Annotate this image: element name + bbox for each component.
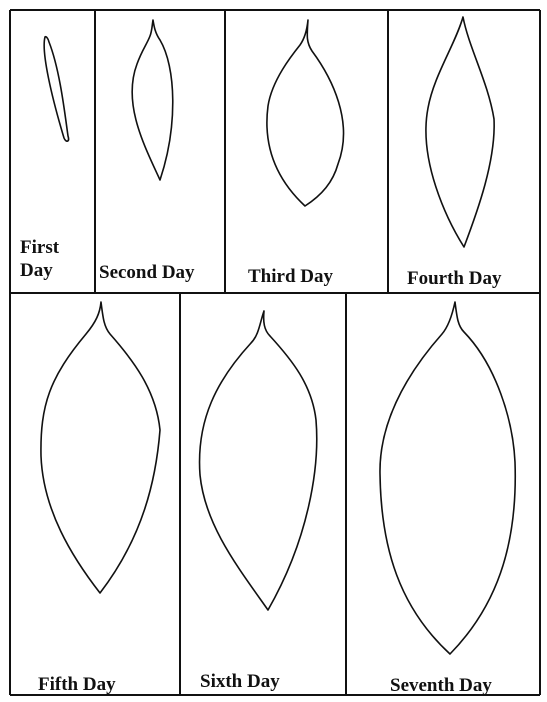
label-third-day: Third Day <box>248 266 333 287</box>
label-first-day-line-2: Day <box>20 260 53 281</box>
leaf-day-2 <box>132 20 173 180</box>
leaf-day-5 <box>41 302 160 593</box>
leaf-day-1 <box>44 37 68 141</box>
label-second-day: Second Day <box>99 262 195 283</box>
label-fourth-day: Fourth Day <box>407 268 502 289</box>
label-fifth-day: Fifth Day <box>38 674 116 695</box>
panel-frames <box>10 10 540 695</box>
leaf-day-3 <box>267 20 344 206</box>
leaf-day-7 <box>380 302 515 654</box>
leaf-day-6 <box>200 311 317 610</box>
label-sixth-day: Sixth Day <box>200 671 280 692</box>
panel-labels: First Day Second Day Third Day Fourth Da… <box>20 237 502 696</box>
label-seventh-day: Seventh Day <box>390 675 492 696</box>
label-first-day-line-1: First <box>20 237 60 258</box>
leaf-day-4 <box>426 17 494 247</box>
